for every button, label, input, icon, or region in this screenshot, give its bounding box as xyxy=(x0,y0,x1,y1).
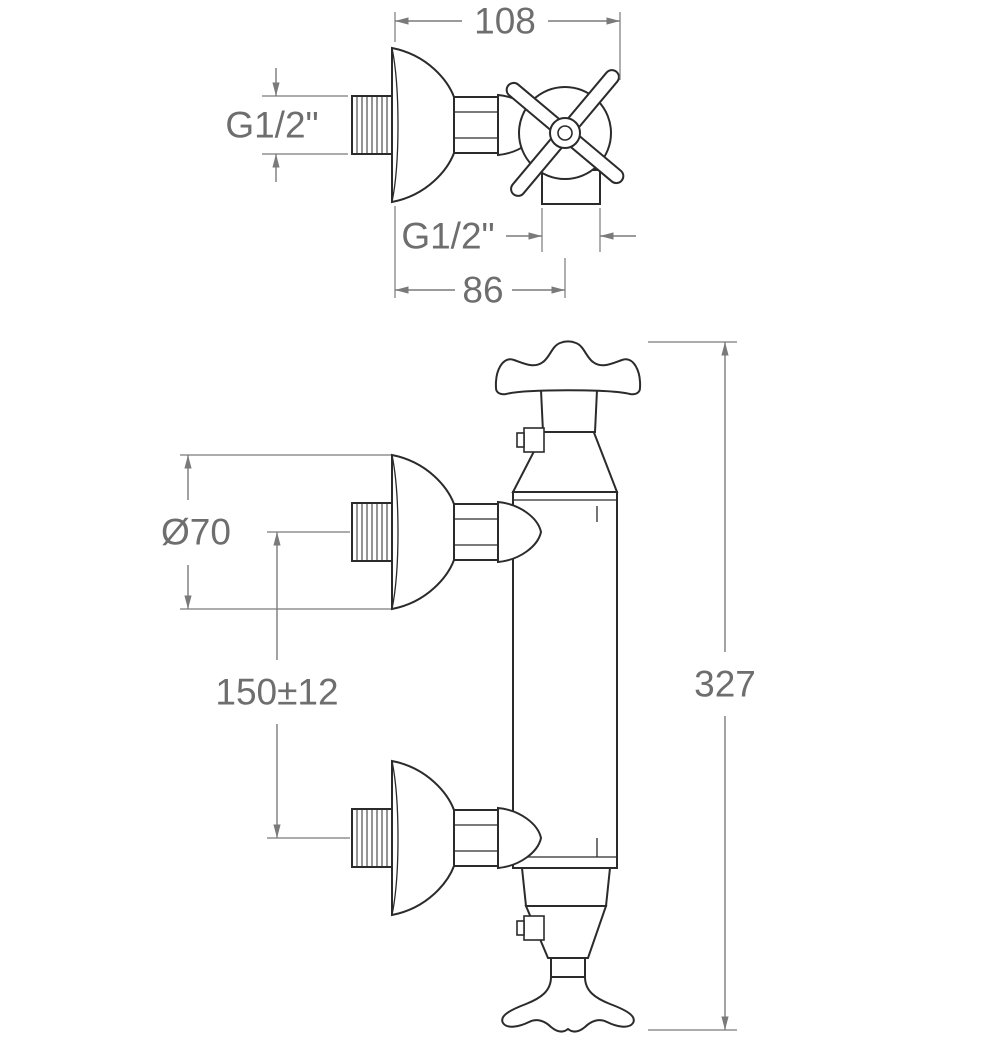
dim-label-outlet-thread: G1/2" xyxy=(401,216,494,257)
dimension-150: 150±12 xyxy=(215,531,350,839)
cross-handle-front xyxy=(494,340,642,396)
top-view: 108 G1/2" G1/2" 86 xyxy=(225,1,636,311)
dim-label-overall-height: 327 xyxy=(694,664,756,705)
front-view: Ø70 150±12 327 xyxy=(161,340,756,1033)
dimension-327: 327 xyxy=(648,341,756,1031)
set-screw-upper xyxy=(523,427,545,453)
set-screw-upper-cap xyxy=(516,432,525,448)
dim-label-overall-width: 108 xyxy=(474,1,536,42)
dim-label-wall-to-center: 86 xyxy=(462,270,503,311)
base-stem xyxy=(550,957,586,978)
dimension-86: 86 xyxy=(394,206,566,311)
column-seams xyxy=(513,499,617,858)
dimension-inlet-thread: G1/2" xyxy=(225,68,348,182)
top-view-inlet xyxy=(351,47,542,203)
set-screw-lower xyxy=(523,915,545,941)
lower-band xyxy=(520,867,612,907)
dimension-108: 108 xyxy=(394,1,621,80)
dimension-outlet-thread: G1/2" xyxy=(401,208,636,257)
hub-screw-icon xyxy=(557,125,573,141)
mixer-column xyxy=(512,491,618,869)
cross-handle-top xyxy=(505,69,625,197)
handle-stem xyxy=(539,389,599,433)
dim-label-inlet-spacing: 150±12 xyxy=(215,672,338,713)
base-flange xyxy=(501,976,635,1033)
dimension-70: Ø70 xyxy=(161,454,391,610)
dim-label-inlet-thread: G1/2" xyxy=(225,105,318,146)
set-screw-lower-cap xyxy=(516,920,525,936)
dim-label-escutcheon-diameter: Ø70 xyxy=(161,512,231,553)
